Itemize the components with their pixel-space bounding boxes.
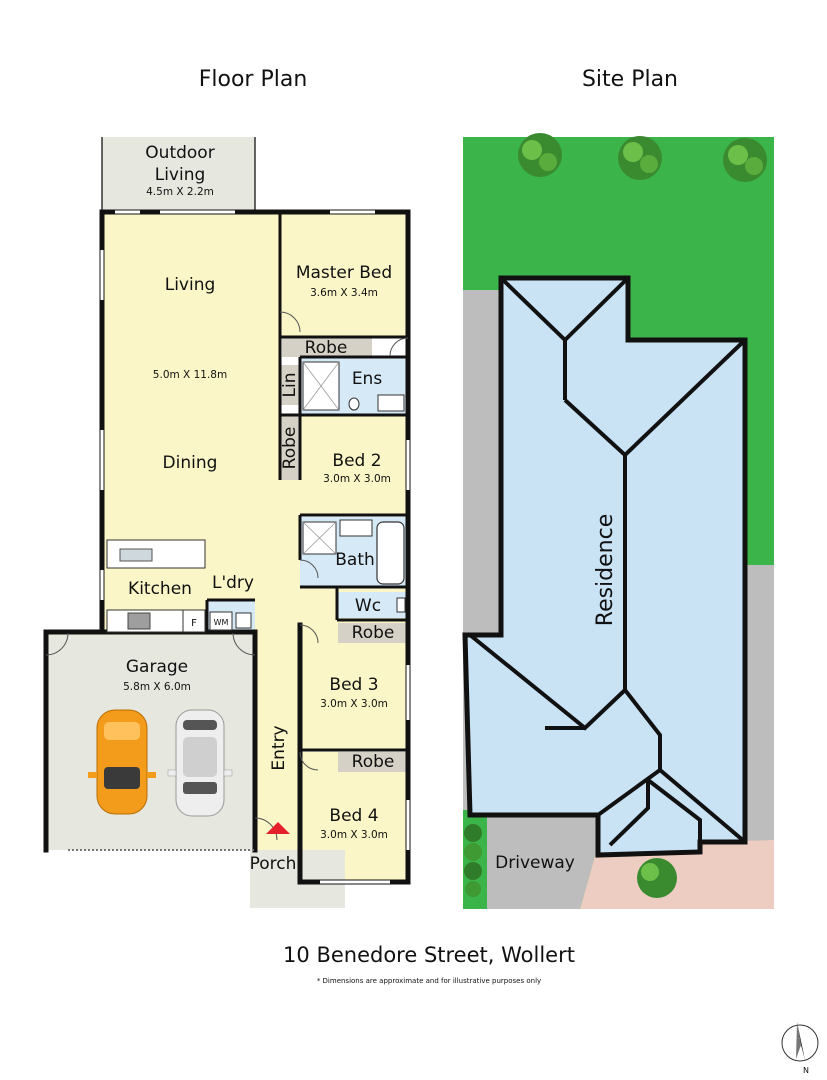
bed4-dims: 3.0m X 3.0m — [320, 829, 388, 841]
outdoor-living-label-1: Outdoor — [145, 143, 214, 163]
washer-space — [209, 611, 233, 631]
compass-north-label: N — [803, 1066, 809, 1075]
laundry-label: L'dry — [212, 573, 254, 593]
outdoor-living-label-2: Living — [155, 165, 206, 185]
master-bed-dims: 3.6m X 3.4m — [310, 287, 378, 299]
ensuite-vanity-icon — [377, 394, 405, 412]
door-swings — [45, 311, 409, 841]
bed3-label: Bed 3 — [329, 675, 378, 695]
entry-label: Entry — [269, 725, 289, 770]
driveway-label: Driveway — [495, 853, 575, 873]
bed2-floor — [300, 415, 408, 515]
robe-bed2 — [280, 415, 300, 480]
outdoor-living-dims: 4.5m X 2.2m — [146, 186, 214, 198]
washer-label: WM — [214, 618, 229, 627]
property-address: 10 Benedore Street, Wollert — [283, 943, 575, 967]
master-bed-floor — [280, 212, 408, 337]
living-label: Living — [165, 275, 216, 295]
windows — [100, 210, 410, 884]
tree-icon — [618, 136, 662, 180]
side-path-right — [745, 565, 774, 845]
linen-label: Lin — [280, 373, 300, 398]
bed2-dims: 3.0m X 3.0m — [323, 473, 391, 485]
north-compass-icon: N — [781, 1022, 819, 1075]
floor-plan-heading: Floor Plan — [199, 67, 308, 92]
site-plan-heading: Site Plan — [582, 67, 678, 92]
robe-bed4 — [338, 752, 408, 772]
bed3-dims: 3.0m X 3.0m — [320, 698, 388, 710]
master-bed-label: Master Bed — [296, 263, 392, 283]
wc-toilet-icon — [396, 597, 406, 613]
fridge-space — [182, 609, 206, 633]
front-path — [580, 840, 774, 909]
outdoor-living-area — [102, 137, 255, 212]
wc-label: Wc — [355, 596, 381, 616]
robe-bed3-label: Robe — [352, 623, 395, 643]
hedge-icon — [464, 824, 482, 897]
bed2-label: Bed 2 — [332, 451, 381, 471]
fridge-label: F — [191, 618, 197, 629]
bath-vanity-icon — [339, 519, 373, 537]
ensuite-toilet-icon — [348, 397, 360, 411]
laundry-sink-icon — [235, 612, 252, 629]
tree-icon — [637, 858, 677, 898]
entry-arrow-icon — [266, 822, 290, 834]
roof-ridge-lines — [468, 276, 747, 852]
tree-icon — [518, 133, 562, 177]
robe-bed3 — [338, 623, 408, 643]
bed3-floor — [300, 625, 408, 750]
bath-label: Bath — [335, 550, 375, 570]
kitchen-sink-icon — [119, 548, 153, 562]
garage-label: Garage — [126, 657, 188, 677]
cooktop-icon — [127, 612, 151, 630]
porch-label: Porch — [250, 854, 297, 874]
tree-icon — [723, 138, 767, 182]
orange-car-icon — [88, 709, 156, 815]
robe-bed2-label: Robe — [280, 427, 300, 470]
white-car-icon — [167, 709, 233, 817]
wc-floor — [337, 592, 408, 618]
hallway-floor — [255, 480, 300, 880]
garage-dims: 5.8m X 6.0m — [123, 681, 191, 693]
internal-walls — [205, 212, 408, 752]
site-plan: Residence Driveway — [462, 133, 774, 909]
robe-bed4-label: Robe — [352, 752, 395, 772]
driveway-area — [487, 815, 598, 909]
ensuite-label: Ens — [352, 369, 383, 389]
dining-label: Dining — [163, 453, 218, 473]
kitchen-label: Kitchen — [128, 579, 192, 599]
robe-master-label: Robe — [305, 338, 348, 358]
bathtub-icon — [376, 521, 405, 585]
linen-cupboard — [280, 365, 300, 405]
bed4-label: Bed 4 — [329, 806, 378, 826]
living-dining-dims: 5.0m X 11.8m — [153, 369, 227, 381]
robe-master — [282, 338, 372, 357]
floor-plan: F WM — [43, 137, 411, 908]
disclaimer-note: * Dimensions are approximate and for ill… — [317, 977, 541, 985]
residence-label: Residence — [593, 514, 618, 626]
